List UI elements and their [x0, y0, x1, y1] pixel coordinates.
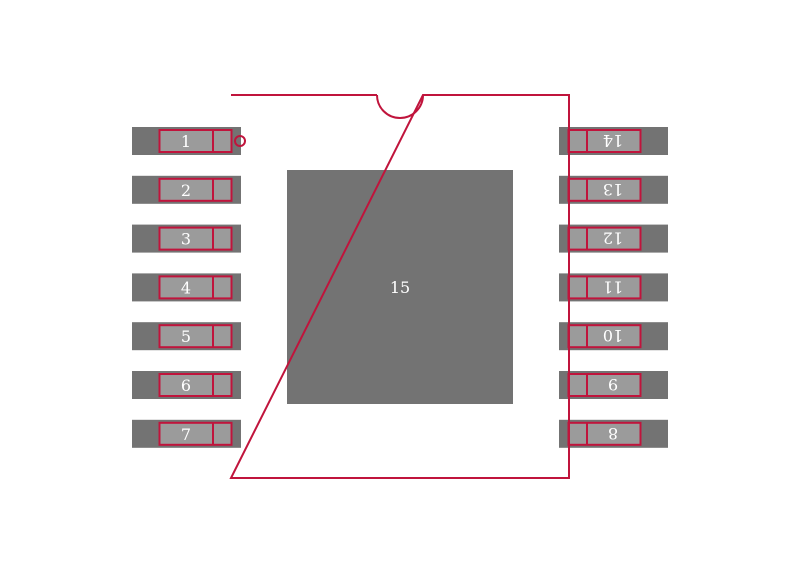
pin-label: 12 [603, 229, 623, 248]
pin-label: 5 [181, 327, 191, 346]
package-outline [229, 94, 570, 479]
pin-label: 8 [608, 424, 618, 443]
pin1-dot-icon [234, 135, 246, 147]
pin-label: 6 [181, 376, 191, 395]
left-pad-group: 1 2 3 4 5 6 7 [132, 127, 241, 448]
pin-4: 4 [132, 273, 241, 302]
pin-label: 10 [603, 326, 623, 345]
pin-lead [158, 373, 233, 397]
notch-icon [376, 94, 424, 119]
pin-9: 9 [559, 371, 668, 399]
pin-5: 5 [132, 322, 241, 351]
pin-10: 10 [559, 322, 668, 351]
exposed-pad-label: 15 [390, 278, 410, 297]
pin-12: 12 [559, 224, 668, 253]
pin-lead [567, 421, 642, 446]
body-outline [229, 94, 570, 479]
pin-label: 9 [608, 375, 618, 394]
pin-11: 11 [559, 273, 668, 302]
pin-2: 2 [132, 175, 241, 204]
pin-label: 2 [181, 181, 191, 200]
pin-label: 1 [181, 132, 191, 151]
pin-1: 1 [132, 127, 241, 155]
pin-label: 4 [181, 278, 191, 297]
pin-14: 14 [559, 127, 668, 155]
pin-lead [158, 421, 233, 446]
pin-lead [158, 226, 233, 251]
pin-lead [158, 275, 233, 300]
exposed-thermal-pad [287, 170, 513, 404]
pin-6: 6 [132, 371, 241, 399]
right-pad-group: 14 13 12 11 10 9 8 [559, 127, 668, 448]
pin-lead [158, 177, 233, 202]
pin-lead [158, 324, 233, 349]
pin-label: 3 [181, 230, 191, 249]
pin-label: 13 [603, 180, 623, 199]
pin-13: 13 [559, 175, 668, 204]
pin-8: 8 [559, 419, 668, 448]
pin-label: 11 [603, 277, 623, 296]
pin-lead [567, 373, 642, 397]
pin-label: 14 [603, 131, 623, 150]
pin-lead [158, 129, 233, 153]
pin-label: 7 [181, 425, 191, 444]
pin-3: 3 [132, 224, 241, 253]
pin-7: 7 [132, 419, 241, 448]
